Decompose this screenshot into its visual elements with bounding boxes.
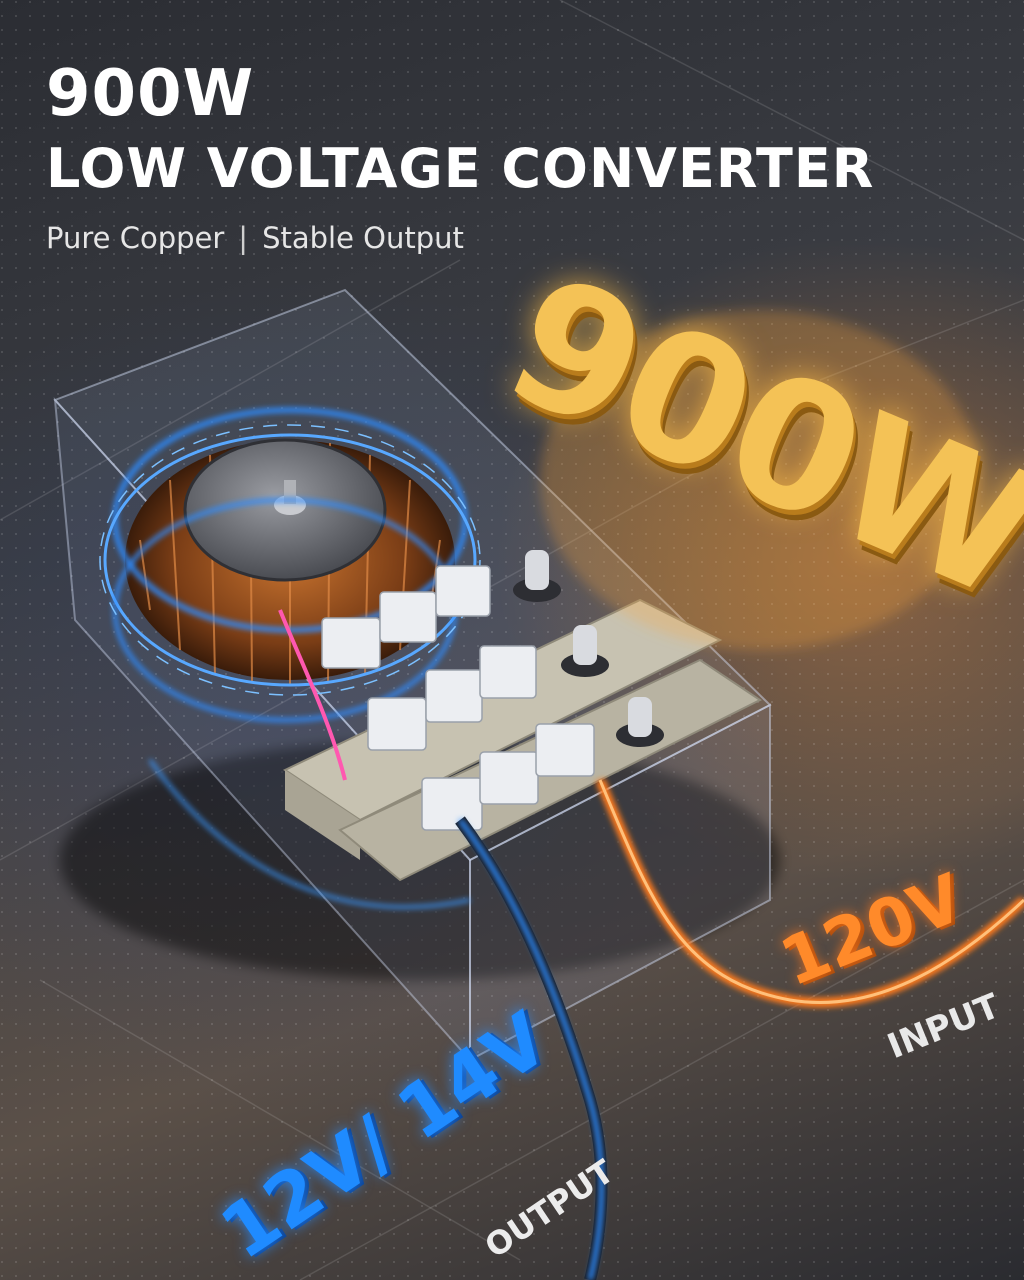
terminal-blocks <box>321 565 595 831</box>
badge-glow <box>540 310 980 650</box>
output-cable <box>148 759 608 1280</box>
feature-stable-output: Stable Output <box>262 221 464 255</box>
feature-subtitle: Pure Copper | Stable Output <box>46 220 464 256</box>
internal-wire <box>278 609 347 781</box>
headline-wattage: 900W <box>46 57 255 131</box>
terminal-studs <box>513 550 664 747</box>
feature-separator: | <box>238 221 249 255</box>
headline-product: LOW VOLTAGE CONVERTER <box>46 137 875 200</box>
input-cable <box>595 778 1024 1008</box>
feature-pure-copper: Pure Copper <box>46 221 225 255</box>
